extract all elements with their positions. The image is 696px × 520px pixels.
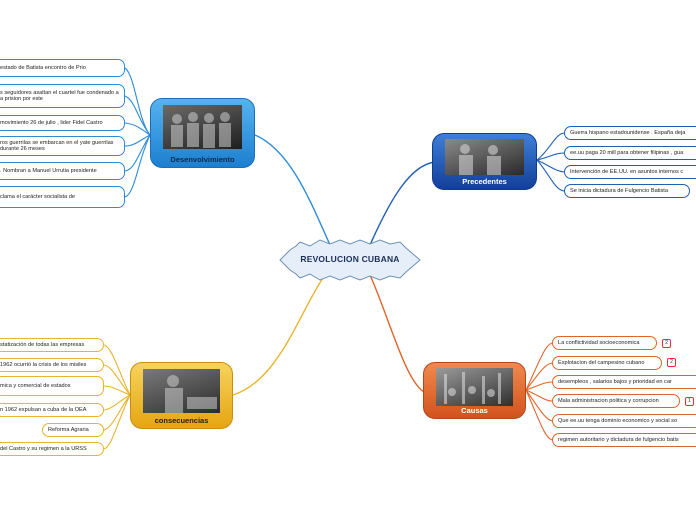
desenvolvimiento-item[interactable]: movimiento 26 de julio , lider Fidel Cas… bbox=[0, 115, 125, 131]
connector-center-desenvolvimiento bbox=[254, 134, 331, 246]
causas-item-badge: 2 bbox=[667, 358, 676, 367]
consecuencias-item[interactable]: 1962 ocurrió la crisis de los misiles bbox=[0, 358, 104, 372]
consecuencias-item[interactable]: n 1962 expulsan a cuba de la OEA bbox=[0, 403, 104, 417]
causas-item[interactable]: Explotacion del campesino cubano bbox=[552, 356, 662, 370]
hub-causas-label: Causas bbox=[461, 406, 488, 415]
consecuencias-item[interactable]: Reforma Agraria bbox=[42, 423, 104, 437]
connector-center-consecuencias bbox=[232, 274, 326, 396]
connector-center-precedentes bbox=[369, 161, 436, 246]
desenvolvimiento-item[interactable]: s seguidores asaltan el cuartel fue cond… bbox=[0, 84, 125, 108]
causas-item[interactable]: desempleos , salarios bajos y prioridad … bbox=[552, 375, 696, 389]
causas-item[interactable]: regimen autoritario y dictadura de fulge… bbox=[552, 433, 696, 447]
desenvolvimiento-connectors bbox=[124, 67, 151, 198]
hub-consecuencias[interactable]: consecuencias bbox=[130, 362, 233, 429]
center-node-shape bbox=[279, 239, 421, 281]
causas-item[interactable]: Que ee.uu tenga dominio economico y soci… bbox=[552, 414, 696, 428]
desenvolvimiento-photo bbox=[163, 105, 242, 149]
causas-photo bbox=[436, 368, 513, 406]
consecuencias-photo bbox=[143, 369, 220, 413]
hub-desenvolvimiento-label: Desenvolvimiento bbox=[170, 155, 235, 164]
consecuencias-item[interactable]: mica y comercial de estados bbox=[0, 376, 104, 396]
causas-connectors bbox=[525, 342, 553, 441]
hub-consecuencias-label: consecuencias bbox=[154, 416, 209, 425]
desenvolvimiento-item[interactable]: clama el carácter socialista de bbox=[0, 186, 125, 208]
hub-precedentes[interactable]: Precedentes bbox=[432, 133, 537, 190]
causas-item-badge: 2 bbox=[662, 339, 671, 348]
desenvolvimiento-item[interactable]: estado de Batista encontro de Prio bbox=[0, 59, 125, 77]
desenvolvimiento-item[interactable]: . Nombran a Manuel Urrutia presidente bbox=[0, 162, 125, 180]
consecuencias-item[interactable]: del Castro y su regimen a la URSS bbox=[0, 442, 104, 456]
hub-precedentes-label: Precedentes bbox=[462, 177, 507, 186]
hub-desenvolvimiento[interactable]: Desenvolvimiento bbox=[150, 98, 255, 168]
desenvolvimiento-item[interactable]: ros guerrilas se embarcan en el yate gue… bbox=[0, 136, 125, 156]
precedentes-item[interactable]: Intervención de EE.UU. en asuntos intern… bbox=[564, 165, 696, 179]
precedentes-photo bbox=[445, 139, 524, 175]
center-title[interactable]: REVOLUCION CUBANA bbox=[300, 254, 400, 264]
precedentes-item[interactable]: Guerra hispano estadounidense . España d… bbox=[564, 126, 696, 140]
consecuencias-item[interactable]: statización de todas las empresas bbox=[0, 338, 104, 352]
causas-item[interactable]: La conflictividad socioeconomica bbox=[552, 336, 657, 350]
causas-item[interactable]: Mala administracion politica y corrupcio… bbox=[552, 394, 680, 408]
precedentes-item[interactable]: Se inicia dictadura de Fulgencio Batista bbox=[564, 184, 690, 198]
causas-item-badge: 1 bbox=[685, 397, 694, 406]
connector-center-causas bbox=[369, 274, 425, 393]
precedentes-item[interactable]: ee.uu paga 20 mill para obtener filipina… bbox=[564, 146, 696, 160]
hub-causas[interactable]: Causas bbox=[423, 362, 526, 419]
consecuencias-connectors bbox=[103, 344, 131, 450]
precedentes-connectors bbox=[536, 132, 565, 192]
